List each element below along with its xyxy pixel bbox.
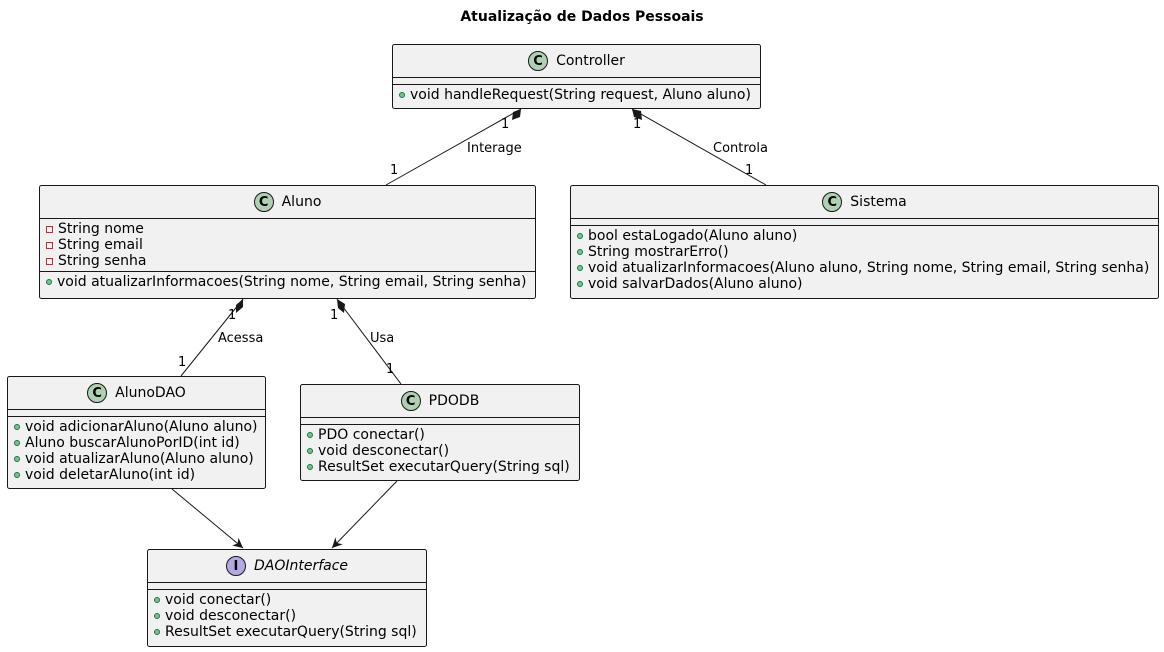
method-item: void salvarDados(Aluno aluno) (577, 276, 1152, 292)
class-name: Sistema (850, 194, 907, 210)
public-visibility-icon (577, 265, 583, 271)
method-item: void atualizarInformacoes(Aluno aluno, S… (577, 260, 1152, 276)
interface-badge-icon: I (225, 556, 246, 576)
public-visibility-icon (14, 456, 20, 462)
class-sistema[interactable]: C Sistema bool estaLogado(Aluno aluno) S… (570, 185, 1159, 299)
class-name: PDODB (428, 393, 480, 409)
methods-section: void handleRequest(String request, Aluno… (393, 84, 760, 105)
private-visibility-icon (46, 241, 53, 249)
class-name: Controller (556, 53, 625, 69)
methods-section: void adicionarAluno(Aluno aluno) Aluno b… (8, 416, 265, 485)
multiplicity-label: 1 (228, 308, 236, 323)
field-item: String email (46, 237, 529, 253)
relation-aluno-alunodao: Acessa 1 1 (178, 298, 263, 377)
composition-diamond (337, 299, 345, 313)
multiplicity-label: 1 (390, 163, 398, 178)
public-visibility-icon (14, 440, 20, 446)
diagram-title: Atualização de Dados Pessoais (460, 9, 704, 25)
public-visibility-icon (46, 279, 52, 285)
class-badge-icon: C (822, 192, 843, 212)
multiplicity-label: 1 (386, 362, 394, 377)
relation-controller-aluno: Interage 1 1 (385, 108, 522, 186)
class-aluno[interactable]: C Aluno String nome String email String … (39, 185, 536, 299)
public-visibility-icon (307, 448, 313, 454)
method-item: ResultSet executarQuery(String sql) (154, 624, 420, 640)
method-item: void desconectar() (154, 608, 420, 624)
composition-diamond (512, 109, 521, 120)
method-item: PDO conectar() (307, 427, 573, 443)
attributes-section (393, 77, 760, 84)
method-item: bool estaLogado(Aluno aluno) (577, 228, 1152, 244)
attributes-section (8, 409, 265, 416)
multiplicity-label: 1 (633, 117, 641, 132)
relation-controller-sistema: Controla 1 1 (631, 108, 768, 186)
relation-pdodb-daointerface (331, 480, 398, 549)
class-name: Aluno (281, 194, 322, 210)
relation-label: Interage (467, 141, 522, 156)
methods-section: void atualizarInformacoes(String nome, S… (40, 271, 535, 292)
public-visibility-icon (399, 92, 405, 98)
method-item: void atualizarAluno(Aluno aluno) (14, 451, 259, 467)
private-visibility-icon (46, 257, 53, 265)
class-badge-icon: C (253, 192, 274, 212)
relation-alunodao-daointerface (171, 488, 244, 549)
public-visibility-icon (154, 613, 160, 619)
relation-label: Controla (713, 141, 768, 156)
class-badge-icon: C (528, 51, 549, 71)
attributes-section (571, 218, 1158, 225)
public-visibility-icon (14, 472, 20, 478)
relation-aluno-pdodb: Usa 1 1 (330, 298, 402, 385)
relation-label: Acessa (218, 331, 263, 346)
methods-section: void conectar() void desconectar() Resul… (148, 589, 426, 642)
public-visibility-icon (577, 233, 583, 239)
methods-section: bool estaLogado(Aluno aluno) String most… (571, 225, 1158, 294)
public-visibility-icon (577, 281, 583, 287)
method-item: Aluno buscarAlunoPorID(int id) (14, 435, 259, 451)
method-item: String mostrarErro() (577, 244, 1152, 260)
method-item: void atualizarInformacoes(String nome, S… (46, 274, 529, 290)
interface-daointerface[interactable]: I DAOInterface void conectar() void desc… (147, 549, 427, 647)
method-item: void deletarAluno(int id) (14, 467, 259, 483)
interface-name: DAOInterface (253, 558, 349, 574)
public-visibility-icon (577, 249, 583, 255)
method-item: void handleRequest(String request, Aluno… (399, 87, 754, 103)
class-badge-icon: C (400, 391, 421, 411)
method-item: void desconectar() (307, 443, 573, 459)
multiplicity-label: 1 (330, 308, 338, 323)
class-name: AlunoDAO (115, 385, 186, 401)
multiplicity-label: 1 (501, 117, 509, 132)
class-alunodao[interactable]: C AlunoDAO void adicionarAluno(Aluno alu… (7, 376, 266, 489)
relation-label: Usa (370, 331, 394, 346)
multiplicity-label: 1 (178, 355, 186, 370)
public-visibility-icon (154, 629, 160, 635)
class-badge-icon: C (87, 383, 108, 403)
class-controller[interactable]: C Controller void handleRequest(String r… (392, 44, 761, 109)
public-visibility-icon (14, 424, 20, 430)
class-pdodb[interactable]: C PDODB PDO conectar() void desconectar(… (300, 384, 580, 481)
field-item: String senha (46, 253, 529, 269)
attributes-section (148, 582, 426, 589)
public-visibility-icon (307, 464, 313, 470)
method-item: ResultSet executarQuery(String sql) (307, 459, 573, 475)
public-visibility-icon (154, 597, 160, 603)
method-item: void conectar() (154, 592, 420, 608)
multiplicity-label: 1 (745, 163, 753, 178)
composition-diamond (632, 109, 642, 120)
attributes-section: String nome String email String senha (40, 218, 535, 271)
field-item: String nome (46, 221, 529, 237)
public-visibility-icon (307, 432, 313, 438)
composition-diamond (236, 299, 243, 313)
attributes-section (301, 417, 579, 424)
method-item: void adicionarAluno(Aluno aluno) (14, 419, 259, 435)
private-visibility-icon (46, 225, 53, 233)
methods-section: PDO conectar() void desconectar() Result… (301, 424, 579, 477)
